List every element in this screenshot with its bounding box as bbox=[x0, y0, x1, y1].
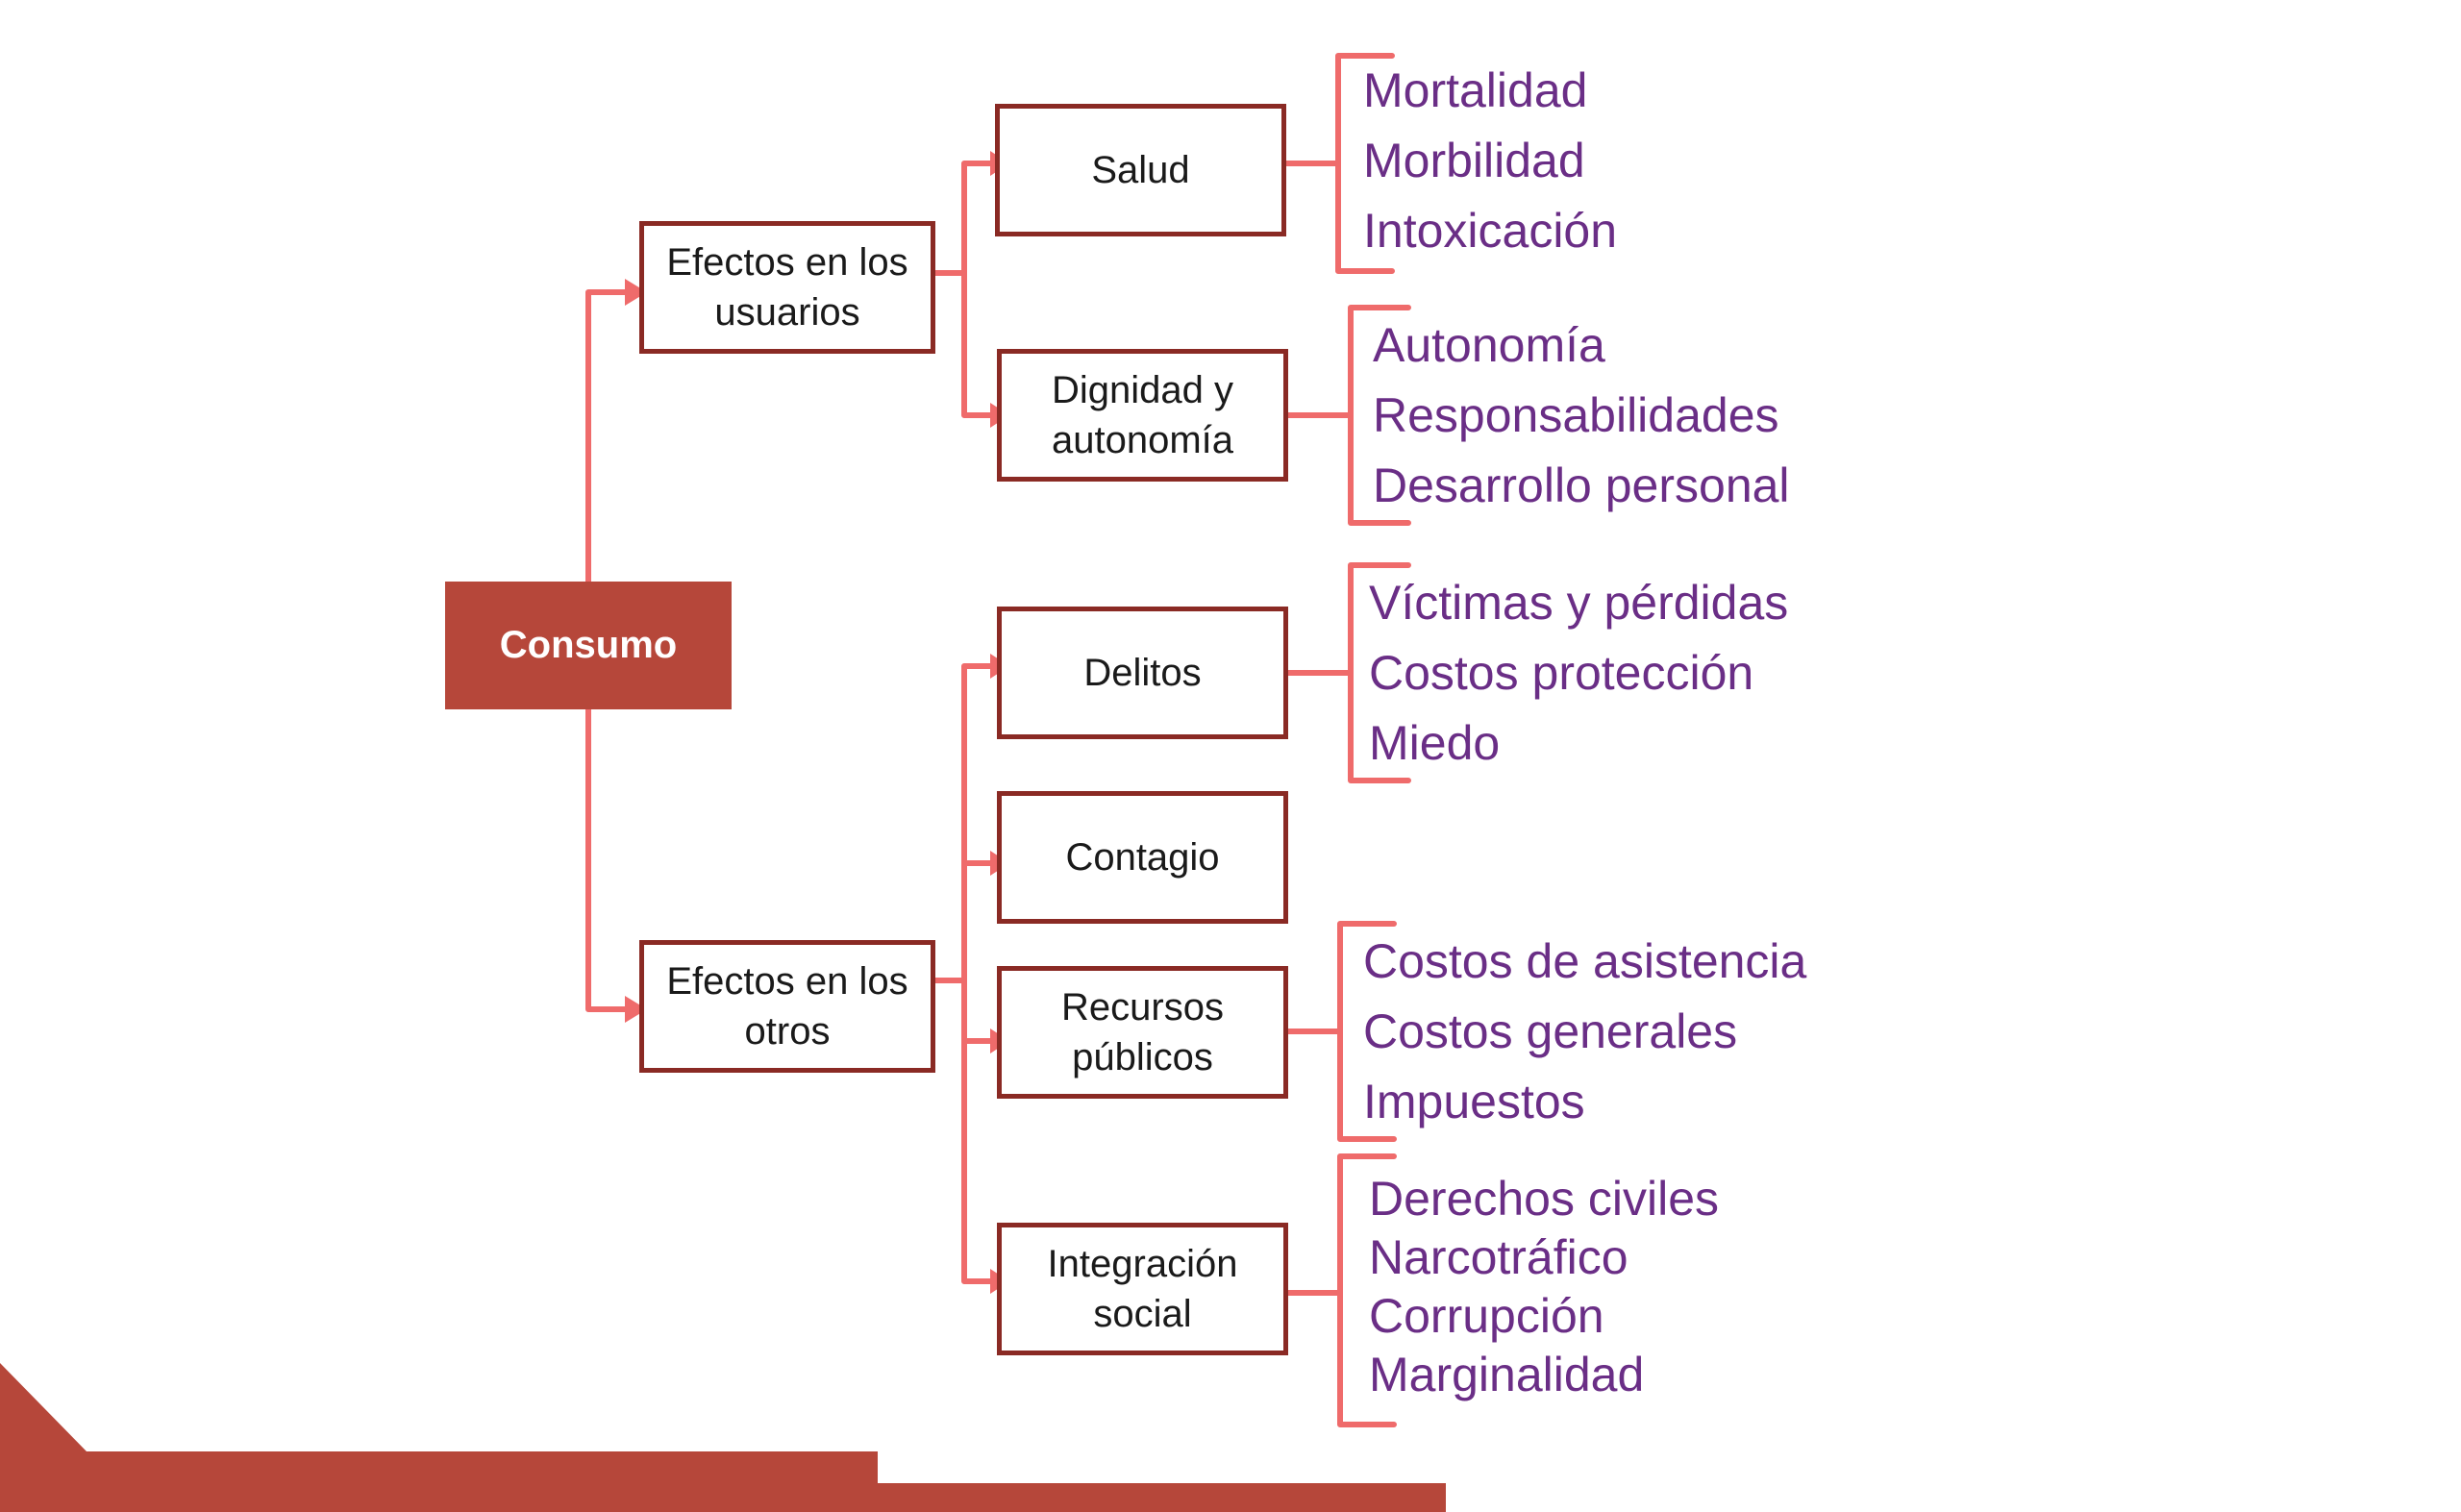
node-delitos-label: Delitos bbox=[1083, 652, 1202, 694]
list-item: Impuestos bbox=[1363, 1075, 1585, 1128]
list-dignidad: Autonomía Responsabilidades Desarrollo p… bbox=[1373, 310, 1790, 521]
footer-band-left bbox=[0, 1451, 878, 1512]
list-item: Mortalidad bbox=[1363, 63, 1588, 117]
node-recursos-publicos-label: Recursos públicos bbox=[1061, 986, 1224, 1078]
node-integracion-social-label: Integración social bbox=[1047, 1243, 1238, 1335]
list-recursos: Costos de asistencia Costos generales Im… bbox=[1363, 927, 1806, 1137]
list-item: Costos protección bbox=[1369, 646, 1754, 700]
footer-band-right bbox=[878, 1483, 1446, 1512]
list-integracion: Derechos civiles Narcotráfico Corrupción… bbox=[1369, 1170, 1719, 1404]
node-efectos-otros-label: Efectos en los otros bbox=[666, 960, 908, 1053]
root-node-consumo: Consumo bbox=[445, 582, 732, 709]
list-item: Costos de asistencia bbox=[1363, 934, 1807, 988]
node-efectos-usuarios: Efectos en los usuarios bbox=[639, 221, 935, 354]
list-item: Desarrollo personal bbox=[1373, 459, 1790, 512]
list-item: Marginalidad bbox=[1369, 1348, 1645, 1401]
node-integracion-social: Integración social bbox=[997, 1223, 1288, 1355]
list-salud: Mortalidad Morbilidad Intoxicación bbox=[1363, 56, 1617, 266]
node-delitos: Delitos bbox=[997, 607, 1288, 739]
list-item: Narcotráfico bbox=[1369, 1230, 1628, 1284]
list-item: Corrupción bbox=[1369, 1289, 1604, 1343]
node-recursos-publicos: Recursos públicos bbox=[997, 966, 1288, 1099]
bracket-delitos bbox=[1348, 562, 1411, 783]
list-item: Costos generales bbox=[1363, 1004, 1738, 1058]
arrowhead-users bbox=[625, 279, 647, 306]
node-salud: Salud bbox=[995, 104, 1286, 236]
node-contagio-label: Contagio bbox=[1065, 836, 1220, 879]
list-item: Morbilidad bbox=[1363, 134, 1585, 187]
connector-root-to-others bbox=[585, 706, 628, 1012]
node-salud-label: Salud bbox=[1091, 149, 1190, 191]
node-contagio: Contagio bbox=[997, 791, 1288, 924]
list-item: Intoxicación bbox=[1363, 204, 1618, 258]
connector-users-to-children bbox=[932, 161, 993, 418]
list-item: Víctimas y pérdidas bbox=[1369, 576, 1789, 630]
node-efectos-usuarios-label: Efectos en los usuarios bbox=[666, 241, 908, 334]
bracket-dignidad bbox=[1348, 305, 1411, 526]
list-item: Responsabilidades bbox=[1373, 388, 1779, 442]
connector-others-to-children bbox=[932, 663, 993, 1284]
list-item: Miedo bbox=[1369, 716, 1501, 770]
list-item: Derechos civiles bbox=[1369, 1172, 1720, 1226]
arrowhead-others bbox=[625, 996, 647, 1023]
bracket-recursos bbox=[1337, 921, 1397, 1142]
node-efectos-otros: Efectos en los otros bbox=[639, 940, 935, 1073]
list-delitos: Víctimas y pérdidas Costos protección Mi… bbox=[1369, 568, 1788, 779]
connector-root-to-users bbox=[585, 289, 628, 584]
footer-triangle bbox=[0, 1363, 87, 1451]
bracket-integracion bbox=[1337, 1153, 1397, 1427]
node-dignidad-autonomia: Dignidad y autonomía bbox=[997, 349, 1288, 482]
bracket-salud bbox=[1335, 53, 1395, 274]
list-item: Autonomía bbox=[1373, 318, 1605, 372]
node-dignidad-autonomia-label: Dignidad y autonomía bbox=[1051, 369, 1234, 461]
